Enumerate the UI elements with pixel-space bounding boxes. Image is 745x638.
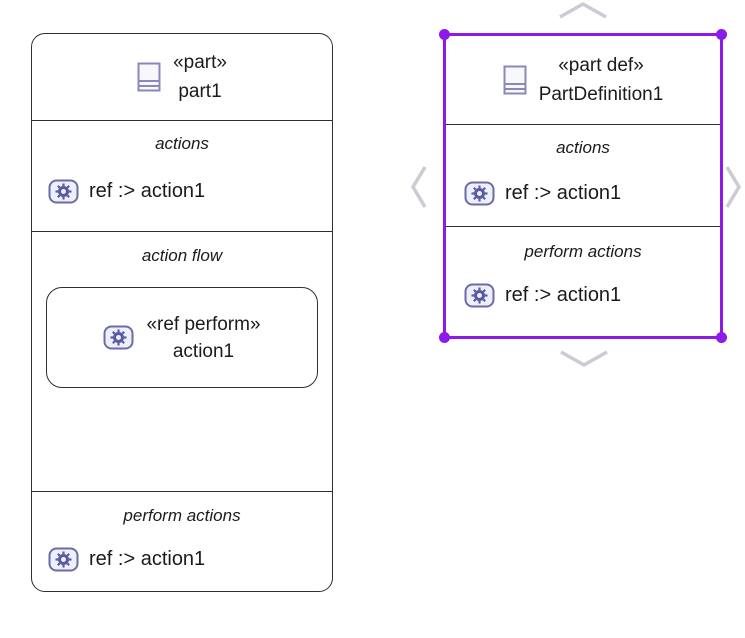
perform-action-item-label: ref :> action1 bbox=[89, 548, 206, 570]
part-icon bbox=[503, 65, 527, 95]
chevron-down-icon[interactable] bbox=[559, 350, 609, 367]
action-gear-icon bbox=[48, 547, 79, 572]
node-part1[interactable]: «part» part1 actions bbox=[31, 33, 333, 592]
compartment-actions-label: actions bbox=[155, 134, 209, 153]
action-item-label: ref :> action1 bbox=[505, 182, 622, 204]
compartment-perform-actions-label: perform actions bbox=[524, 242, 642, 261]
compartment-perform-actions-label: perform actions bbox=[123, 506, 241, 525]
action-item-label: ref :> action1 bbox=[89, 180, 206, 202]
part-icon bbox=[137, 62, 161, 92]
node-partdefinition1-header[interactable]: «part def» PartDefinition1 bbox=[446, 36, 720, 125]
selection-handle-top-left[interactable] bbox=[439, 29, 450, 40]
action-gear-icon bbox=[464, 283, 495, 308]
compartment-actions-label: actions bbox=[556, 138, 610, 157]
compartment-action-flow[interactable]: action flow bbox=[32, 232, 332, 492]
selection-handle-bottom-left[interactable] bbox=[439, 332, 450, 343]
inner-node-stereotype: «ref perform» bbox=[146, 313, 261, 335]
chevron-left-icon[interactable] bbox=[410, 165, 427, 209]
perform-action-item-ref-action1[interactable]: ref :> action1 bbox=[32, 547, 332, 572]
compartment-perform-actions[interactable]: perform actions bbox=[446, 227, 720, 336]
node-ref-perform-action1[interactable]: «ref perform» action1 bbox=[46, 287, 318, 388]
action-item-ref-action1[interactable]: ref :> action1 bbox=[32, 179, 332, 204]
selection-handle-top-right[interactable] bbox=[716, 29, 727, 40]
chevron-right-icon[interactable] bbox=[725, 165, 742, 209]
compartment-actions[interactable]: actions bbox=[446, 125, 720, 227]
action-gear-icon bbox=[48, 179, 79, 204]
node-part1-header[interactable]: «part» part1 bbox=[32, 34, 332, 121]
node-partdefinition1-name: PartDefinition1 bbox=[538, 84, 664, 105]
compartment-actions[interactable]: actions bbox=[32, 121, 332, 232]
perform-action-item-label: ref :> action1 bbox=[505, 284, 622, 306]
chevron-up-icon[interactable] bbox=[558, 2, 608, 19]
inner-node-name: action1 bbox=[172, 340, 235, 362]
action-gear-icon bbox=[464, 181, 495, 206]
node-partdefinition1-stereotype: «part def» bbox=[558, 55, 644, 76]
action-gear-icon bbox=[103, 325, 134, 350]
compartment-perform-actions[interactable]: perform actions bbox=[32, 492, 332, 591]
compartment-action-flow-label: action flow bbox=[141, 246, 223, 265]
action-item-ref-action1[interactable]: ref :> action1 bbox=[446, 181, 720, 206]
selection-handle-bottom-right[interactable] bbox=[716, 332, 727, 343]
node-part1-stereotype: «part» bbox=[173, 52, 227, 73]
perform-action-item-ref-action1[interactable]: ref :> action1 bbox=[446, 283, 720, 308]
node-partdefinition1[interactable]: «part def» PartDefinition1 actions bbox=[439, 29, 727, 343]
node-part1-name: part1 bbox=[178, 81, 222, 102]
